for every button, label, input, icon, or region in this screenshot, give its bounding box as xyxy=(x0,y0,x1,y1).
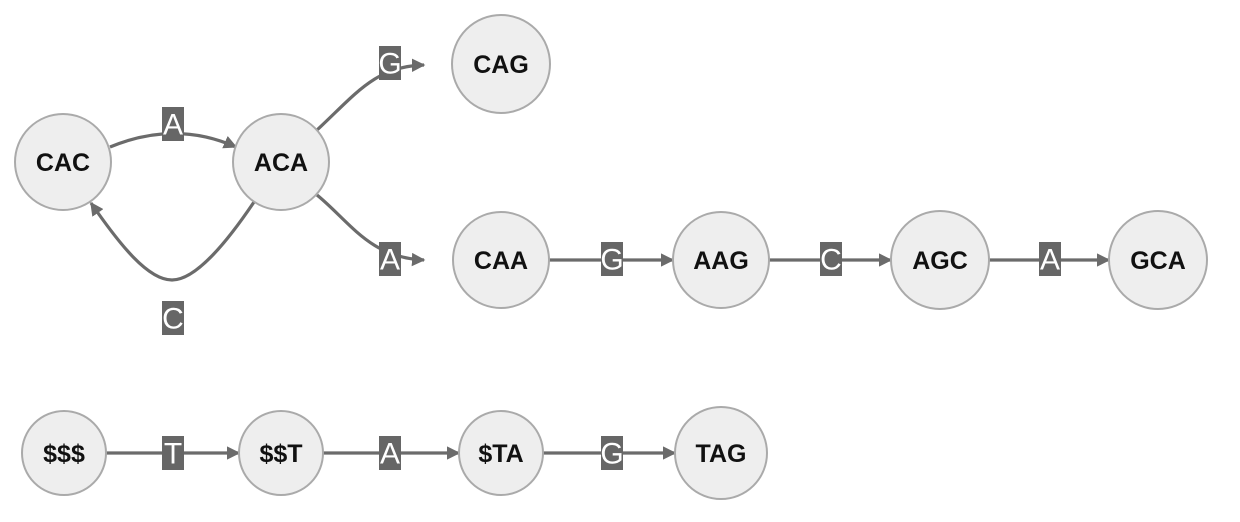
node-circle xyxy=(452,211,550,309)
node-sss: $$$ xyxy=(21,410,107,496)
edge-arrow xyxy=(315,193,426,267)
edge-label-aca-caa: A xyxy=(379,242,401,277)
node-circle xyxy=(890,210,990,310)
edge-label-sst-sta: A xyxy=(379,436,401,471)
node-circle xyxy=(451,14,551,114)
node-gca: GCA xyxy=(1108,210,1208,310)
node-circle xyxy=(21,410,107,496)
edge-label-text: C xyxy=(162,303,184,336)
node-circle xyxy=(14,113,112,211)
node-label: TAG xyxy=(696,440,747,468)
edge-label-bg xyxy=(379,242,401,276)
node-sta: $TA xyxy=(458,410,544,496)
edge-aca-cag xyxy=(315,58,426,132)
edge-label-text: G xyxy=(600,438,623,471)
edge-label-aag-agc: C xyxy=(820,242,842,277)
node-label: AGC xyxy=(912,247,968,275)
node-label: CAA xyxy=(474,247,528,275)
node-label: AAG xyxy=(693,247,749,275)
edge-label-caa-aag: G xyxy=(600,242,624,277)
edge-label-bg xyxy=(1039,242,1061,276)
edge-label-text: A xyxy=(380,244,400,277)
node-cac: CAC xyxy=(14,113,112,211)
edge-label-sta-tag: G xyxy=(600,436,624,471)
edge-label-bg xyxy=(162,436,184,470)
node-tag: TAG xyxy=(674,406,768,500)
node-label: $TA xyxy=(478,440,523,468)
node-label: $$T xyxy=(259,440,302,468)
edge-label-aca-cac: C xyxy=(162,301,184,336)
node-label: CAC xyxy=(36,149,90,177)
edge-label-text: A xyxy=(163,109,183,142)
edge-label-aca-cag: G xyxy=(378,46,402,81)
edge-label-bg xyxy=(162,107,184,141)
edge-label-bg xyxy=(379,46,401,80)
node-circle xyxy=(238,410,324,496)
node-label: $$$ xyxy=(43,440,85,468)
node-cag: CAG xyxy=(451,14,551,114)
edge-aca-caa xyxy=(315,193,426,267)
edge-label-bg xyxy=(820,242,842,276)
node-label: GCA xyxy=(1130,247,1186,275)
edge-label-bg xyxy=(379,436,401,470)
node-sst: $$T xyxy=(238,410,324,496)
edge-label-text: C xyxy=(820,244,842,277)
node-circle xyxy=(1108,210,1208,310)
edge-label-text: G xyxy=(600,244,623,277)
edge-label-text: G xyxy=(378,48,401,81)
edge-label-bg xyxy=(601,436,623,470)
edge-label-cac-aca: A xyxy=(162,107,184,142)
node-aag: AAG xyxy=(672,211,770,309)
edge-label-bg xyxy=(601,242,623,276)
node-agc: AGC xyxy=(890,210,990,310)
edge-label-sss-sst: T xyxy=(162,436,184,471)
node-circle xyxy=(232,113,330,211)
node-circle xyxy=(672,211,770,309)
node-circle xyxy=(674,406,768,500)
edge-label-text: A xyxy=(1040,244,1060,277)
node-caa: CAA xyxy=(452,211,550,309)
edge-label-bg xyxy=(162,301,184,335)
edge-arrow xyxy=(315,58,426,132)
node-aca: ACA xyxy=(232,113,330,211)
edge-label-agc-gca: A xyxy=(1039,242,1061,277)
edge-arrow xyxy=(89,201,256,282)
node-label: ACA xyxy=(254,149,308,177)
edge-label-text: A xyxy=(380,438,400,471)
node-circle xyxy=(458,410,544,496)
node-label: CAG xyxy=(473,51,529,79)
edge-label-text: T xyxy=(164,438,182,471)
edge-aca-cac xyxy=(89,201,256,282)
